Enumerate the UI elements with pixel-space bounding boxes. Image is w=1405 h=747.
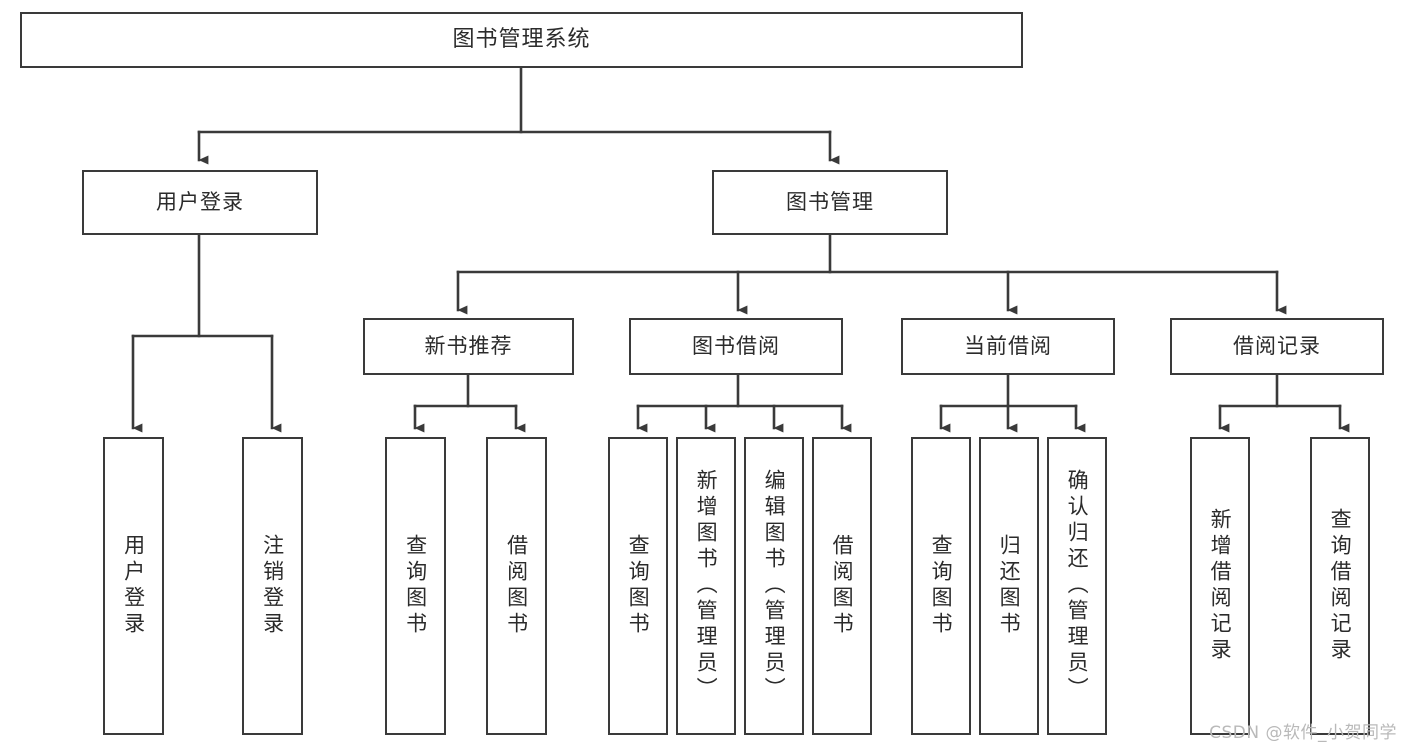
node-label: 用户登录 (156, 189, 244, 214)
node-label: 确认归还（管理员） (1065, 469, 1090, 703)
node-label: 查询借阅记录 (1328, 508, 1353, 664)
node-label: 借阅记录 (1233, 333, 1321, 358)
leaf-logout[interactable]: 注销登录 (242, 437, 303, 735)
leaf-query-book-current[interactable]: 查询图书 (911, 437, 971, 735)
leaf-confirm-return-admin[interactable]: 确认归还（管理员） (1047, 437, 1107, 735)
leaf-borrow-book-new[interactable]: 借阅图书 (486, 437, 547, 735)
node-label: 注销登录 (260, 534, 285, 638)
node-user-login[interactable]: 用户登录 (82, 170, 318, 235)
node-label: 归还图书 (997, 534, 1022, 638)
node-new-book-recommendation[interactable]: 新书推荐 (363, 318, 574, 375)
leaf-query-borrow-record[interactable]: 查询借阅记录 (1310, 437, 1370, 735)
node-current-borrowing[interactable]: 当前借阅 (901, 318, 1115, 375)
leaf-query-book-new[interactable]: 查询图书 (385, 437, 446, 735)
leaf-add-borrow-record[interactable]: 新增借阅记录 (1190, 437, 1250, 735)
node-label: 图书管理 (786, 189, 874, 214)
node-label: 图书借阅 (692, 333, 780, 358)
node-root-book-management-system[interactable]: 图书管理系统 (20, 12, 1023, 68)
node-book-management[interactable]: 图书管理 (712, 170, 948, 235)
node-label: 用户登录 (121, 534, 146, 638)
node-book-borrowing[interactable]: 图书借阅 (629, 318, 843, 375)
node-label: 查询图书 (929, 534, 954, 638)
leaf-return-book[interactable]: 归还图书 (979, 437, 1039, 735)
node-borrow-records[interactable]: 借阅记录 (1170, 318, 1384, 375)
node-label: 新书推荐 (424, 333, 513, 358)
leaf-borrow-book[interactable]: 借阅图书 (812, 437, 872, 735)
node-label: 新增借阅记录 (1208, 508, 1233, 664)
watermark-text: CSDN @软件_小贺同学 (1209, 723, 1397, 743)
node-label: 图书管理系统 (452, 26, 591, 52)
node-label: 查询图书 (403, 534, 428, 638)
node-label: 借阅图书 (830, 534, 855, 638)
leaf-add-book-admin[interactable]: 新增图书（管理员） (676, 437, 736, 735)
node-label: 查询图书 (626, 534, 651, 638)
node-label: 编辑图书（管理员） (762, 469, 787, 703)
leaf-query-book-borrow[interactable]: 查询图书 (608, 437, 668, 735)
leaf-edit-book-admin[interactable]: 编辑图书（管理员） (744, 437, 804, 735)
node-label: 新增图书（管理员） (694, 469, 719, 703)
node-label: 借阅图书 (504, 534, 529, 638)
leaf-user-login[interactable]: 用户登录 (103, 437, 164, 735)
node-label: 当前借阅 (964, 333, 1052, 358)
